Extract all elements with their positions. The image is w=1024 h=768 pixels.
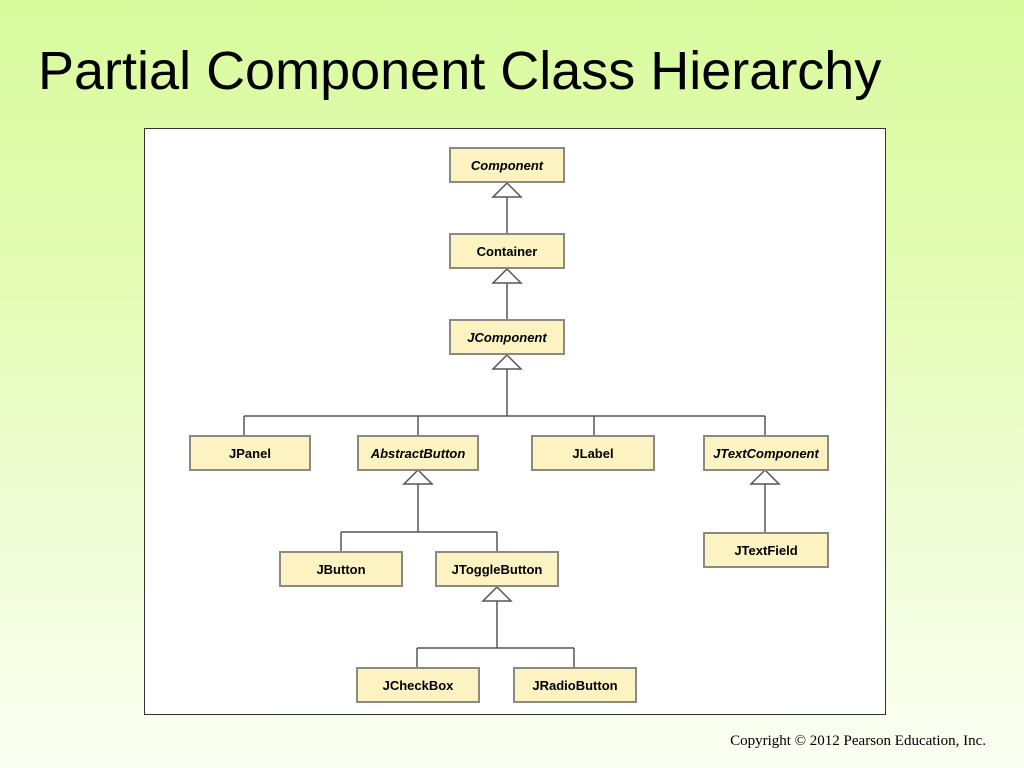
class-container: Container — [449, 233, 565, 269]
class-jcomponent: JComponent — [449, 319, 565, 355]
slide-title: Partial Component Class Hierarchy — [38, 41, 882, 101]
class-jbutton: JButton — [279, 551, 403, 587]
class-component: Component — [449, 147, 565, 183]
class-jpanel: JPanel — [189, 435, 311, 471]
inheritance-arrow-component — [491, 181, 523, 198]
inheritance-arrow-abstractbutton — [402, 468, 434, 485]
class-hierarchy-diagram: Component Container JComponent JPanel Ab… — [144, 128, 886, 715]
class-jtextcomponent: JTextComponent — [703, 435, 829, 471]
class-jcheckbox: JCheckBox — [356, 667, 480, 703]
class-abstractbutton: AbstractButton — [357, 435, 479, 471]
copyright-notice: Copyright © 2012 Pearson Education, Inc. — [730, 733, 986, 749]
class-jradiobutton: JRadioButton — [513, 667, 637, 703]
class-jtextfield: JTextField — [703, 532, 829, 568]
inheritance-arrow-jtogglebutton — [481, 585, 513, 602]
class-jlabel: JLabel — [531, 435, 655, 471]
inheritance-arrow-jtextcomponent — [749, 468, 781, 485]
class-jtogglebutton: JToggleButton — [435, 551, 559, 587]
inheritance-arrow-container — [491, 267, 523, 284]
inheritance-connectors — [243, 181, 781, 667]
inheritance-arrow-jcomponent — [491, 353, 523, 370]
